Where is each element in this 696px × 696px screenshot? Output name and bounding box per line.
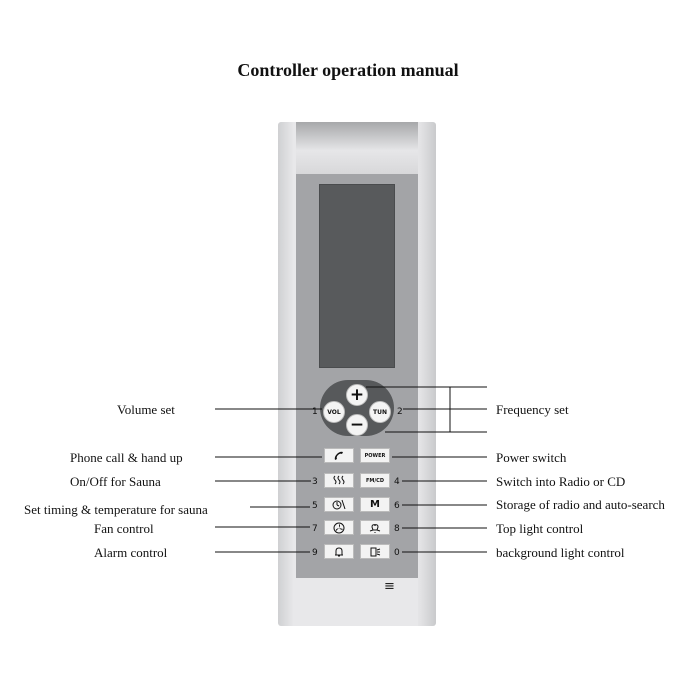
label-volume-set: Volume set — [117, 402, 175, 417]
key-number-8: 8 — [394, 524, 400, 534]
label-fan-control: Fan control — [94, 521, 154, 536]
key-number-5: 5 — [312, 501, 318, 511]
label-alarm-control: Alarm control — [94, 545, 168, 560]
phone-icon — [334, 451, 343, 460]
key-number-6: 6 — [394, 501, 400, 511]
plus-button[interactable]: + — [346, 384, 368, 406]
power-button[interactable]: POWER — [360, 448, 390, 463]
label-radio-cd: Switch into Radio or CD — [496, 474, 626, 489]
menu-icon[interactable]: ≡ — [384, 579, 395, 594]
key-number-3: 3 — [312, 477, 318, 487]
key-number-0: 0 — [394, 548, 400, 558]
minus-button[interactable]: − — [346, 414, 368, 436]
key-number-1: 1 — [312, 407, 318, 417]
phone-button[interactable] — [324, 448, 354, 463]
key-number-7: 7 — [312, 524, 318, 534]
label-sauna-onoff: On/Off for Sauna — [70, 474, 161, 489]
timer-button[interactable] — [324, 497, 354, 512]
label-phone-call: Phone call & hand up — [70, 450, 183, 465]
label-frequency-set: Frequency set — [496, 402, 569, 417]
alarm-button[interactable] — [324, 544, 354, 559]
top-light-button[interactable] — [360, 520, 390, 535]
fan-button[interactable] — [324, 520, 354, 535]
fan-icon — [333, 522, 345, 533]
background-light-icon — [370, 547, 381, 556]
key-number-9: 9 — [312, 548, 318, 558]
label-timing-temperature: Set timing & temperature for sauna — [24, 502, 208, 517]
background-light-button[interactable] — [360, 544, 390, 559]
sauna-button[interactable] — [324, 473, 354, 488]
vol-button[interactable]: VOL — [323, 401, 345, 423]
tun-button[interactable]: TUN — [369, 401, 391, 423]
timer-icon — [332, 499, 346, 510]
bulb-icon — [369, 523, 381, 533]
label-top-light: Top light control — [496, 521, 584, 536]
page-title: Controller operation manual — [237, 60, 459, 80]
label-background-light: background light control — [496, 545, 625, 560]
remote-top-cap — [296, 122, 418, 174]
memory-button[interactable]: M — [360, 497, 390, 512]
lcd-screen — [319, 184, 395, 368]
bell-icon — [335, 546, 343, 556]
label-power-switch: Power switch — [496, 450, 567, 465]
sauna-icon — [333, 475, 345, 485]
key-number-2: 2 — [397, 407, 403, 417]
key-number-4: 4 — [394, 477, 400, 487]
remote-bottom — [296, 578, 418, 626]
label-storage-autosearch: Storage of radio and auto-search — [496, 497, 665, 512]
fm-cd-button[interactable]: FM/CD — [360, 473, 390, 488]
